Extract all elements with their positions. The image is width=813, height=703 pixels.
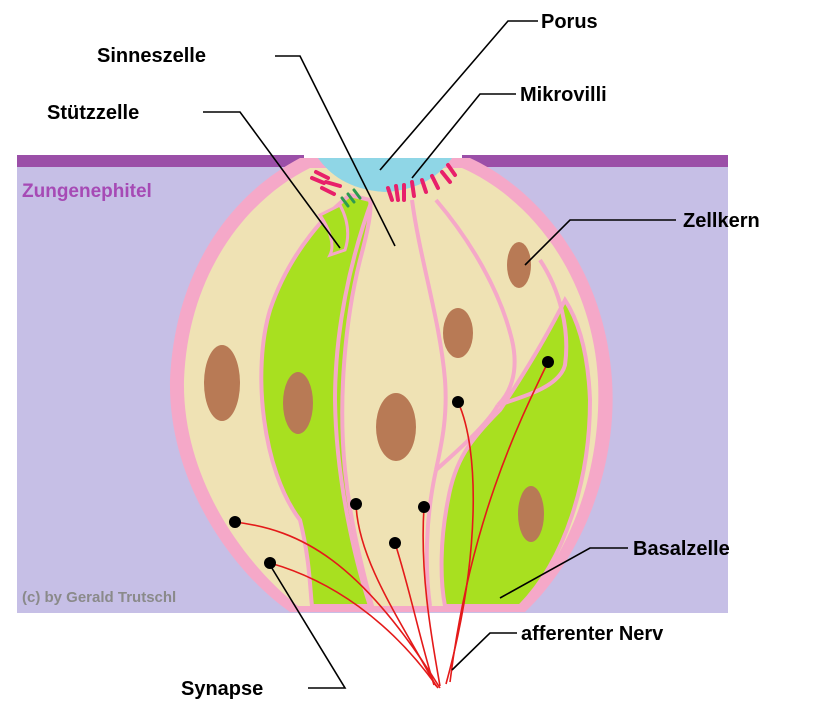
epithelium-surface-right xyxy=(462,155,728,167)
synapse-dot xyxy=(452,396,464,408)
label-basalzelle: Basalzelle xyxy=(633,538,730,560)
label-stuetzzelle: Stützzelle xyxy=(47,102,139,124)
label-zungenephitel: Zungenephitel xyxy=(22,181,152,202)
label-synapse: Synapse xyxy=(181,678,263,700)
nucleus xyxy=(518,486,544,542)
nucleus xyxy=(283,372,313,434)
credit-text: (c) by Gerald Trutschl xyxy=(22,589,176,606)
synapse-dot xyxy=(542,356,554,368)
label-sinneszelle: Sinneszelle xyxy=(97,45,206,67)
synapse-dot xyxy=(418,501,430,513)
synapse-dot xyxy=(389,537,401,549)
nucleus xyxy=(204,345,240,421)
label-porus: Porus xyxy=(541,11,598,33)
synapse-dot xyxy=(229,516,241,528)
label-zellkern: Zellkern xyxy=(683,210,760,232)
label-mikrovilli: Mikrovilli xyxy=(520,84,607,106)
nucleus xyxy=(507,242,531,288)
epithelium-surface-left xyxy=(17,155,304,167)
leader-afferenter-nerv xyxy=(452,633,517,670)
synapse-dot xyxy=(350,498,362,510)
label-afferenter-nerv: afferenter Nerv xyxy=(521,623,664,645)
synapse-dot xyxy=(264,557,276,569)
nucleus xyxy=(376,393,416,461)
leader-porus xyxy=(380,21,538,170)
nucleus xyxy=(443,308,473,358)
